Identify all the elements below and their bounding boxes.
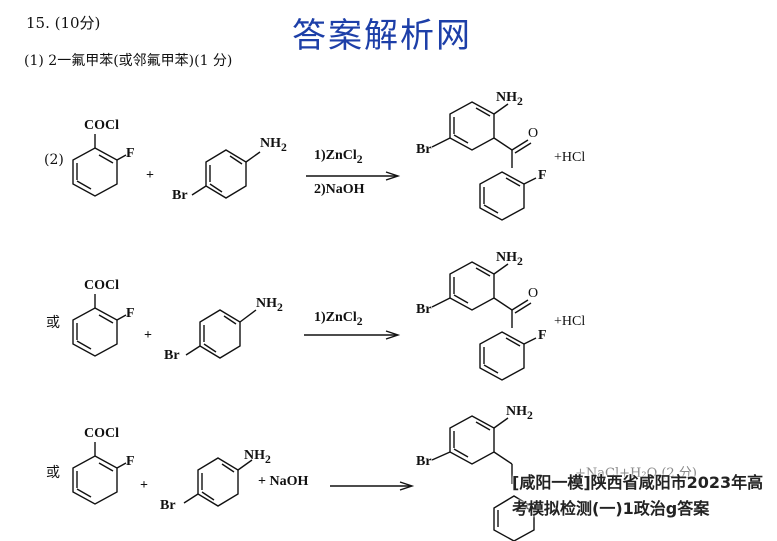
product-ring-1b bbox=[479, 171, 525, 221]
product-ring-1a bbox=[449, 101, 495, 151]
benzoyl-ring-2 bbox=[72, 307, 118, 357]
bromoaniline-ring-1 bbox=[205, 149, 247, 199]
fluoro-label-2: F bbox=[126, 306, 135, 321]
product-fluoro-2: F bbox=[538, 328, 547, 343]
fluoro-label-1: F bbox=[126, 146, 135, 161]
benzoyl-ring-1 bbox=[72, 147, 118, 197]
hcl-1: +HCl bbox=[554, 150, 586, 165]
product-fluoro-1: F bbox=[538, 168, 547, 183]
bromo-label-3: Br bbox=[160, 498, 176, 513]
condition-2-top: 1)ZnCl2 bbox=[314, 310, 363, 328]
carbonyl-oxygen-2: O bbox=[528, 286, 539, 301]
plus-3: + bbox=[140, 478, 148, 493]
question-number: 15. (10分) bbox=[26, 14, 101, 32]
amine-label-2: NH2 bbox=[256, 296, 283, 314]
condition-1-bottom: 2)NaOH bbox=[314, 182, 365, 197]
product-bromo-1: Br bbox=[416, 142, 432, 157]
bromoaniline-ring-2 bbox=[199, 309, 241, 359]
bromo-label-1: Br bbox=[172, 188, 188, 203]
part2-label: (2) bbox=[44, 152, 64, 168]
amine-label-3: NH2 bbox=[244, 448, 271, 466]
product-bromo-2: Br bbox=[416, 302, 432, 317]
plus-2: + bbox=[144, 328, 152, 343]
product-ring-2b bbox=[479, 331, 525, 381]
cocl-label-2: COCl bbox=[84, 278, 119, 293]
byproducts-text: +NaCl+H₂O (2 分) bbox=[575, 466, 697, 481]
part1-answer: (1) 2一氟甲苯(或邻氟甲苯)(1 分) bbox=[24, 53, 233, 69]
naoh-reagent: + NaOH bbox=[258, 474, 309, 489]
product-amine-1: NH2 bbox=[496, 90, 523, 108]
overlay-caption: [咸阳一模]陕西省咸阳市2023年高考模拟检测(一)1政治g答案 bbox=[512, 473, 764, 518]
product-amine-3: NH2 bbox=[506, 404, 533, 422]
watermark: 答案解析网 bbox=[292, 16, 472, 56]
plus-1: + bbox=[146, 168, 154, 183]
bromo-label-2: Br bbox=[164, 348, 180, 363]
cocl-label-3: COCl bbox=[84, 426, 119, 441]
alt-label-1: 或 bbox=[46, 315, 60, 331]
amine-label-1: NH2 bbox=[260, 136, 287, 154]
product-ring-3b bbox=[493, 495, 535, 541]
product-amine-2: NH2 bbox=[496, 250, 523, 268]
bromoaniline-ring-3 bbox=[197, 457, 239, 507]
condition-1-top: 1)ZnCl2 bbox=[314, 148, 363, 166]
hcl-2: +HCl bbox=[554, 314, 586, 329]
cocl-label-1: COCl bbox=[84, 118, 119, 133]
product-bromo-3: Br bbox=[416, 454, 432, 469]
fluoro-label-3: F bbox=[126, 454, 135, 469]
benzoyl-ring-3 bbox=[72, 455, 118, 505]
product-ring-2a bbox=[449, 261, 495, 311]
alt-label-2: 或 bbox=[46, 465, 60, 481]
carbonyl-oxygen-1: O bbox=[528, 126, 539, 141]
product-ring-3a bbox=[449, 415, 495, 465]
